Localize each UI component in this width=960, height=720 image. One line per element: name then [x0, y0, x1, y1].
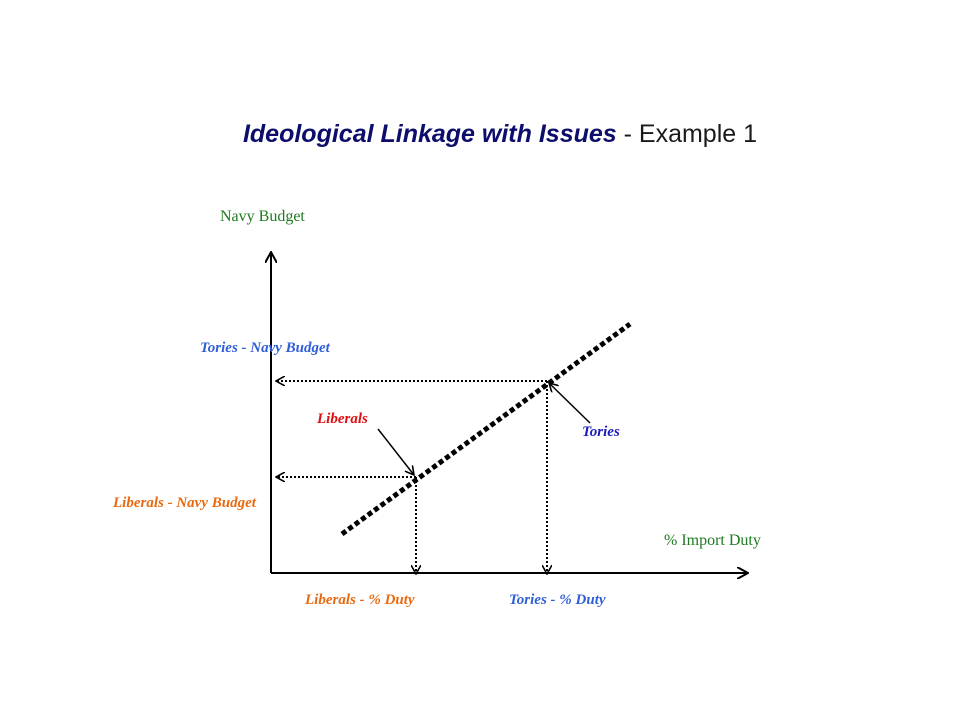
tories-navy-budget-label: Tories - Navy Budget: [200, 340, 330, 356]
liberals-navy-budget-label: Liberals - Navy Budget: [113, 495, 256, 511]
title-sub: Example 1: [638, 120, 758, 148]
tories-duty-label: Tories - % Duty: [509, 592, 606, 608]
liberals-duty-label: Liberals - % Duty: [305, 592, 415, 608]
liberals-pointer: [377, 428, 414, 475]
liberals-point-label: Liberals: [317, 411, 368, 427]
title-main: Ideological Linkage with Issues: [242, 120, 617, 148]
slide-title: Ideological Linkage with Issues - Exampl…: [0, 120, 960, 149]
y-axis-label: Navy Budget: [220, 208, 305, 225]
x-axis-label: % Import Duty: [664, 532, 761, 549]
tories-point-label: Tories: [582, 424, 620, 440]
ideology-line: [340, 321, 632, 537]
title-separator: -: [616, 120, 639, 148]
tories-pointer: [549, 383, 591, 424]
